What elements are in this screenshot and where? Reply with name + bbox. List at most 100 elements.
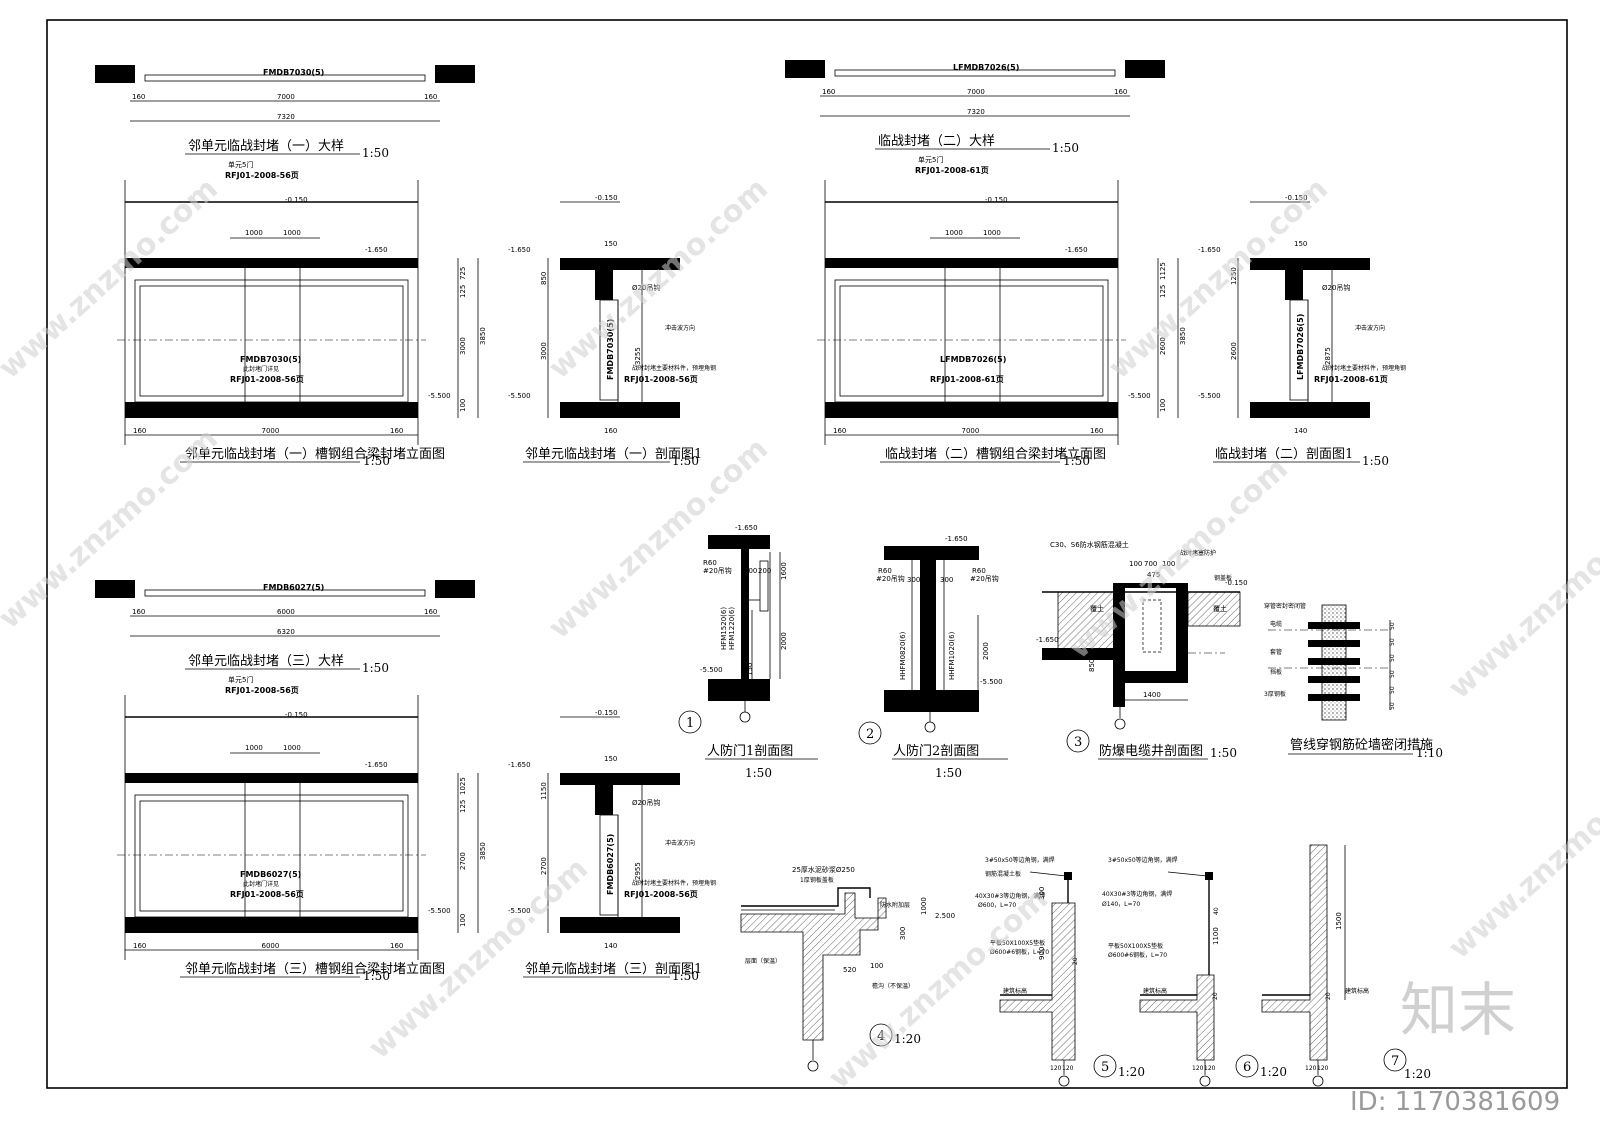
detail3-level-mid: -1.650: [1036, 636, 1059, 644]
detail7-label: 40: [1213, 907, 1220, 915]
level-mark: -5.500: [428, 907, 451, 915]
top-dim: 1000: [245, 229, 263, 237]
detail6-label: 120: [1062, 1065, 1074, 1072]
detail3-level-top: -0.150: [1225, 579, 1248, 587]
section-level: -0.150: [1285, 194, 1308, 202]
section-bolt-note: Ø20吊钩: [632, 798, 660, 807]
detail2-label: 500: [922, 619, 935, 627]
detail3-label: 100: [1129, 560, 1142, 568]
watermark-text: www.znzmo.com: [542, 171, 775, 386]
detail2-level-top: -1.650: [945, 535, 968, 543]
plan-dim: 160: [132, 93, 145, 101]
elevation-scale: 1:50: [363, 969, 390, 983]
detail4-label: 穿管密封密闭管: [1264, 602, 1306, 610]
detail-cable-shaft-section: C30、S6防水钢筋混凝土 3 -0.150 -1.650 100 700 10…: [1036, 540, 1248, 760]
side-dim: 1125: [1159, 262, 1167, 280]
detail5-label: 100: [870, 962, 883, 970]
detail4-title: 管线穿钢筋砼墙密闭措施: [1290, 737, 1433, 753]
detail2-label: R60: [878, 567, 892, 575]
detail7-label: Ø140，L=70: [1102, 901, 1140, 908]
elev-door-ref: RFJ01-2008-56页: [230, 375, 304, 384]
section-dim: 850: [540, 272, 548, 285]
detail1-number: 1: [686, 716, 694, 731]
plan-dim: 160: [1114, 88, 1127, 96]
detail2-level-bottom: -5.500: [980, 678, 1003, 686]
level-mark: -0.150: [285, 711, 308, 719]
detail7-label: 40X30#3等边角钢，满焊: [1102, 890, 1172, 898]
level-mark: -5.500: [1128, 392, 1151, 400]
detail2-scale: 1:50: [935, 766, 962, 780]
section-title: 邻单元临战封堵（一）剖面图1: [525, 447, 702, 462]
detail2-label: R60: [972, 567, 986, 575]
detail3-label: 700: [1144, 560, 1157, 568]
plan-dim: 160: [424, 93, 437, 101]
detail5-scale: 1:20: [894, 1032, 921, 1046]
plan-scale: 1:50: [362, 661, 389, 675]
detail5-label: 520: [843, 966, 856, 974]
section-door-code: FMDB7030(5): [606, 319, 615, 380]
top-code: RFJ01-2008-56页: [225, 171, 299, 180]
detail-4-parapet: 25厚水泥砂浆Ø250 1厚钢板盖板 防水附加层 2.500 300 1000 …: [740, 865, 955, 1072]
detail2-label: HHFM1020(6): [948, 631, 956, 680]
detail1-label: 200: [758, 567, 771, 575]
plan-scale: 1:50: [362, 146, 389, 160]
detail7-scale: 1:20: [1260, 1065, 1287, 1079]
detail3-label: 850: [1088, 659, 1096, 672]
detail2-label: 2000: [982, 642, 990, 660]
elev-door-code: FMDB6027(5): [240, 870, 301, 879]
detail-door2-section: 2 -1.650 -5.500 R60 #20吊钩 R60 #20吊钩 300 …: [858, 535, 1008, 780]
elevation-title: 邻单元临战封堵（一）槽钢组合梁封堵立面图: [185, 447, 445, 462]
elev-door-code: FMDB7030(5): [240, 355, 301, 364]
detail6-label: 300: [1038, 887, 1046, 900]
detail7-label: Ø600#6钢板，L=70: [1108, 951, 1167, 959]
level-mark: -1.650: [365, 246, 388, 254]
section-dim: 150: [604, 240, 617, 248]
detail2-label: HHFM0820(6): [899, 631, 907, 680]
detail4-label: 50: [1389, 654, 1396, 662]
detail7-label: 120: [1204, 1065, 1216, 1072]
section-level: -0.150: [595, 709, 618, 717]
detail5-number: 4: [877, 1029, 885, 1044]
section-dim: 2700: [540, 857, 548, 875]
section-level: -5.500: [1198, 392, 1221, 400]
watermark-text: www.znzmo.com: [0, 421, 225, 636]
plan-title: 临战封堵（二）大样: [878, 134, 995, 149]
plan-dim: 7320: [277, 113, 295, 121]
section-level: -0.150: [595, 194, 618, 202]
brand-logo: 知末: [1400, 976, 1516, 1044]
plan-dim: 160: [132, 608, 145, 616]
plan-door-label: LFMDB7026(5): [953, 63, 1019, 72]
detail6-label: Ø600，L=70: [978, 902, 1016, 909]
detail1-label: 1600: [780, 562, 788, 580]
side-dim: 1025: [459, 777, 467, 795]
detail8-scale: 1:20: [1404, 1067, 1431, 1081]
detail2-label: #20吊钩: [970, 574, 999, 583]
section-scale: 1:50: [672, 454, 699, 468]
detail3-title: 防爆电缆井剖面图: [1099, 743, 1203, 759]
top-dim: 1000: [283, 744, 301, 752]
section-dim: 2600: [1230, 342, 1238, 360]
detail4-label: 50: [1389, 638, 1396, 646]
bottom-dim: 160: [833, 427, 846, 435]
section-material-note: 战时封堵主要材料件，预埋角钢: [632, 879, 716, 887]
section-dim: 1150: [540, 782, 548, 800]
detail4-label: 50: [1389, 702, 1396, 710]
level-mark: -1.650: [1065, 246, 1088, 254]
detail3-label: 钢盖板: [1214, 574, 1232, 582]
plan-dim: 160: [424, 608, 437, 616]
section-direction-note: 冲击波方向: [1355, 324, 1385, 332]
detail5-label: 300: [899, 927, 907, 940]
detail1-label: #20吊钩: [703, 566, 732, 575]
detail1-scale: 1:50: [745, 766, 772, 780]
elevation-title: 临战封堵（二）槽钢组合梁封堵立面图: [885, 447, 1106, 462]
watermark-text: www.znzmo.com: [1442, 751, 1600, 966]
bottom-dim: 160: [1090, 427, 1103, 435]
watermark-text: www.znzmo.com: [1442, 491, 1600, 706]
image-id: ID: 1170381609: [1350, 1087, 1560, 1117]
detail2-label: #20吊钩: [876, 574, 905, 583]
side-dim: 100: [459, 914, 467, 927]
bottom-dim: 160: [390, 942, 403, 950]
detail5-label: 檐沟（不保温）: [872, 982, 914, 990]
detail8-label: 20: [1325, 992, 1332, 1000]
